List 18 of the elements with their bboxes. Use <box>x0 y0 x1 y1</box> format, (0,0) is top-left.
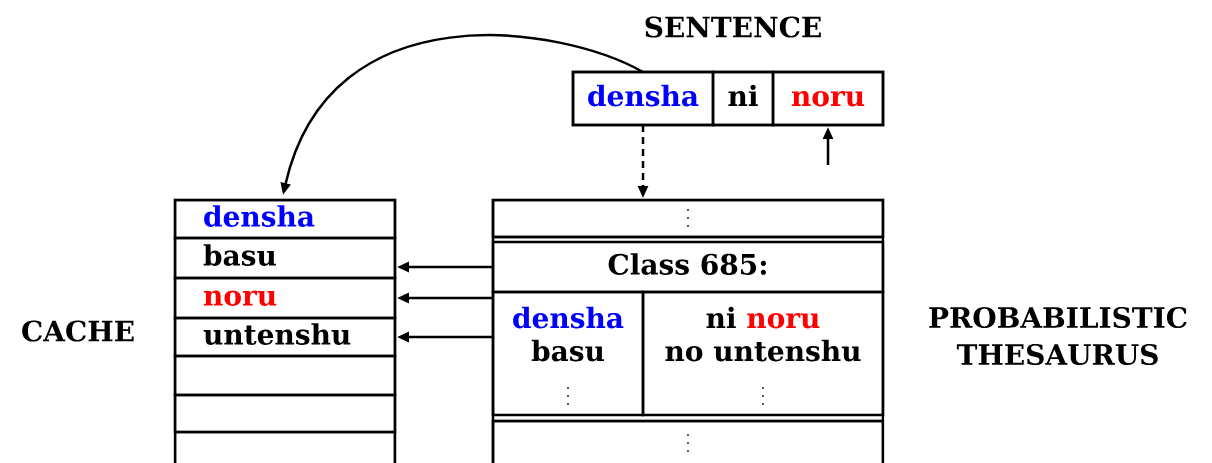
word-cell: ni <box>711 70 775 127</box>
cache-row: noru <box>173 276 397 320</box>
cache-row: untenshu <box>173 316 397 358</box>
cache-row <box>173 393 397 434</box>
cache-row <box>173 430 397 463</box>
heading: PROBABILISTIC THESAURUS <box>929 306 1187 366</box>
table-cell: ni noru no untenshu <box>641 290 885 417</box>
word-cell: noru <box>771 70 885 127</box>
cache-row <box>173 354 397 397</box>
class-row: Class 685: <box>491 240 885 294</box>
word-cell: densha <box>571 70 715 127</box>
table-cell: densha basu <box>491 290 645 417</box>
heading: CACHE <box>22 320 134 342</box>
cache-row: basu <box>173 236 397 280</box>
table-row <box>491 419 885 463</box>
cache-row: densha <box>173 198 397 240</box>
heading: SENTENCE <box>645 16 821 38</box>
table-row <box>491 198 885 239</box>
